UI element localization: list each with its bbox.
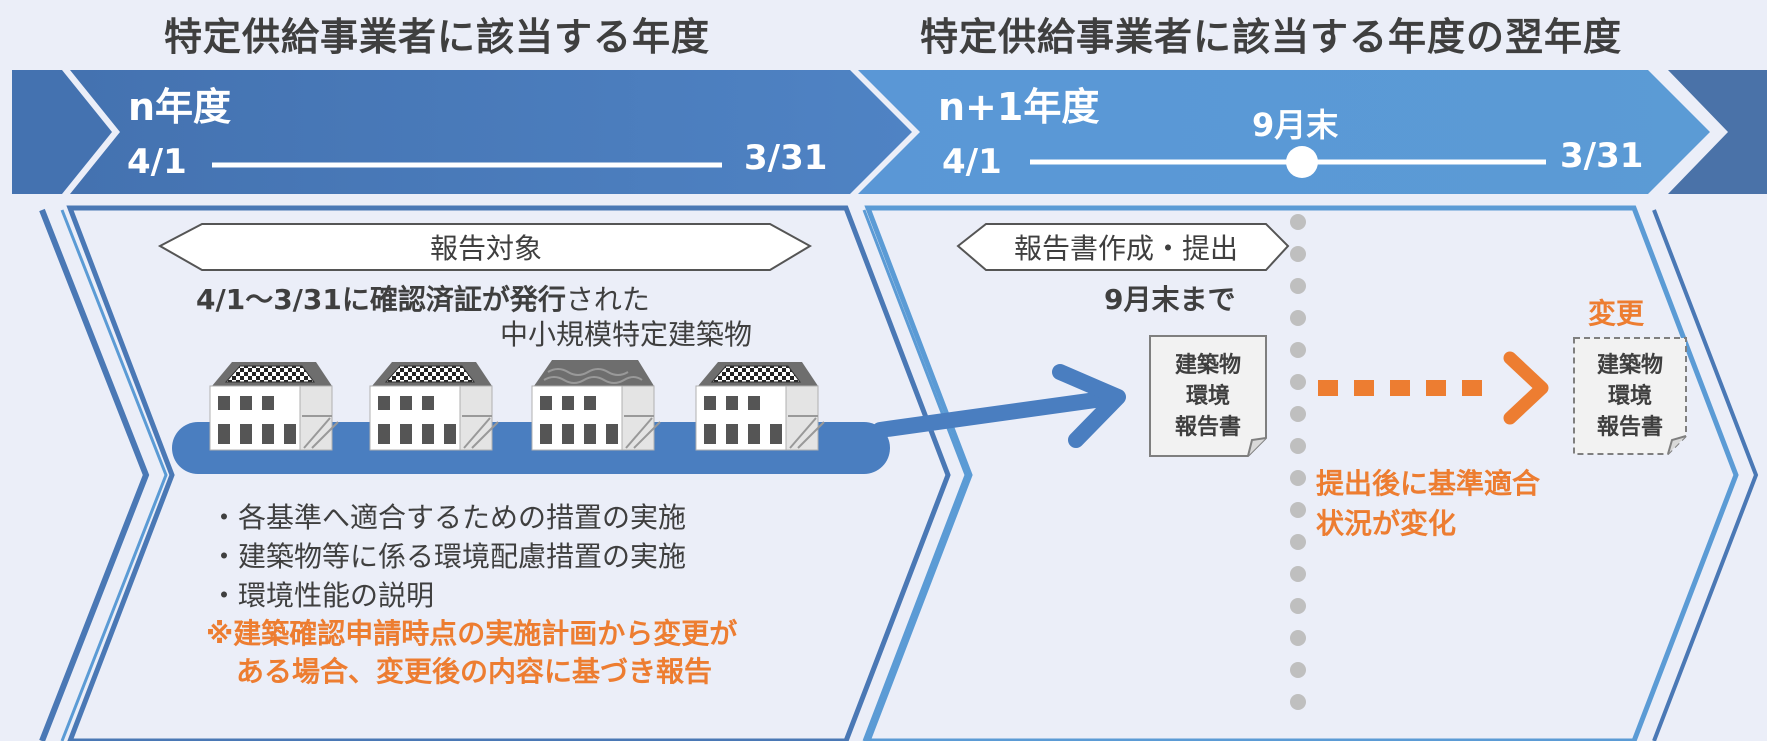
report-target-tag: 報告対象 xyxy=(429,232,542,265)
deadline-text: 9月末まで xyxy=(1104,283,1236,316)
document-icon xyxy=(1149,335,1267,457)
tag-shape-report-target xyxy=(157,223,813,271)
changed-document-icon xyxy=(1573,337,1687,455)
divider-dot xyxy=(1290,214,1306,230)
end-date-n: 3/31 xyxy=(744,138,828,178)
divider-dot xyxy=(1290,662,1306,678)
divider-dot xyxy=(1290,342,1306,358)
document-label-line: 環境 xyxy=(1607,384,1652,409)
start-date-n1: 4/1 xyxy=(942,142,1002,182)
change-arrow-dash xyxy=(1462,380,1482,396)
target-description-rest: された xyxy=(565,283,650,316)
target-description-bold: 4/1〜3/31に確認済証が発行 xyxy=(196,283,566,316)
house-icon xyxy=(531,359,661,451)
divider-dot xyxy=(1290,278,1306,294)
target-description: 4/1〜3/31に確認済証が発行された xyxy=(196,278,650,318)
divider-dot xyxy=(1290,630,1306,646)
divider-dot xyxy=(1290,566,1306,582)
list-item: ・環境性能の説明 xyxy=(210,579,435,612)
end-date-n1: 3/31 xyxy=(1560,136,1644,176)
year-label-n: n年度 xyxy=(128,85,232,129)
change-label: 変更 xyxy=(1588,297,1645,330)
panel-n1 xyxy=(864,205,1739,741)
change-arrow-dash xyxy=(1390,380,1410,396)
change-arrow-dash xyxy=(1318,380,1338,396)
body-chevron-left-edge xyxy=(39,208,150,741)
change-arrow-head xyxy=(1503,351,1549,425)
house-with-solar-panel-icon xyxy=(369,361,499,451)
divider-dot xyxy=(1290,374,1306,390)
post-submission-change-line1: 提出後に基準適合 xyxy=(1316,467,1541,500)
report-submit-tag: 報告書作成・提出 xyxy=(1013,232,1238,265)
document-label-line: 環境 xyxy=(1185,384,1230,409)
header-band-right-tail xyxy=(1668,70,1767,194)
header-band-left-tail xyxy=(12,70,112,194)
house-with-solar-panel-icon xyxy=(695,361,825,451)
deadline-marker-dot xyxy=(1286,146,1318,178)
divider-dot xyxy=(1290,534,1306,550)
title-left: 特定供給事業者に該当する年度 xyxy=(164,15,711,59)
list-item: ・各基準へ適合するための措置の実施 xyxy=(210,501,687,534)
divider-dot xyxy=(1290,598,1306,614)
document-label-line: 報告書 xyxy=(1596,415,1663,440)
tag-shape-report-submit xyxy=(956,223,1290,271)
divider-dot xyxy=(1290,694,1306,710)
change-arrow-dash xyxy=(1426,380,1446,396)
panel-n-inner-edge xyxy=(862,209,968,741)
list-item: ・建築物等に係る環境配慮措置の実施 xyxy=(210,540,687,573)
arrow-right-icon xyxy=(872,364,1126,448)
divider-dot xyxy=(1290,502,1306,518)
deadline-marker-label: 9月末 xyxy=(1252,106,1339,144)
target-building-type: 中小規模特定建築物 xyxy=(500,318,753,351)
panel-n1-inner-edge xyxy=(1652,209,1759,741)
divider-dot xyxy=(1290,470,1306,486)
dotted-divider xyxy=(1290,214,1306,710)
body-chevron-left-edge-inner xyxy=(60,209,168,741)
panel-n xyxy=(66,205,951,741)
changed-document-label: 建築物 環境 報告書 xyxy=(1574,350,1686,443)
divider-dot xyxy=(1290,246,1306,262)
document-label-line: 報告書 xyxy=(1174,415,1241,440)
divider-dot xyxy=(1290,406,1306,422)
title-right: 特定供給事業者に該当する年度の翌年度 xyxy=(920,15,1623,59)
start-date-n: 4/1 xyxy=(127,142,187,182)
divider-dot xyxy=(1290,310,1306,326)
house-with-solar-panel-icon xyxy=(209,361,339,451)
document-label-line: 建築物 xyxy=(1596,353,1663,378)
divider-dot xyxy=(1290,438,1306,454)
post-submission-change-line2: 状況が変化 xyxy=(1316,507,1457,540)
change-arrow-icon xyxy=(1318,380,1482,396)
change-note-line2: ある場合、変更後の内容に基づき報告 xyxy=(236,655,713,688)
document-label-line: 建築物 xyxy=(1174,353,1241,378)
document-label: 建築物 環境 報告書 xyxy=(1150,350,1266,443)
change-note-line1: ※建築確認申請時点の実施計画から変更が xyxy=(206,617,738,650)
year-label-n1: n+1年度 xyxy=(938,85,1100,129)
change-arrow-dash xyxy=(1354,380,1374,396)
